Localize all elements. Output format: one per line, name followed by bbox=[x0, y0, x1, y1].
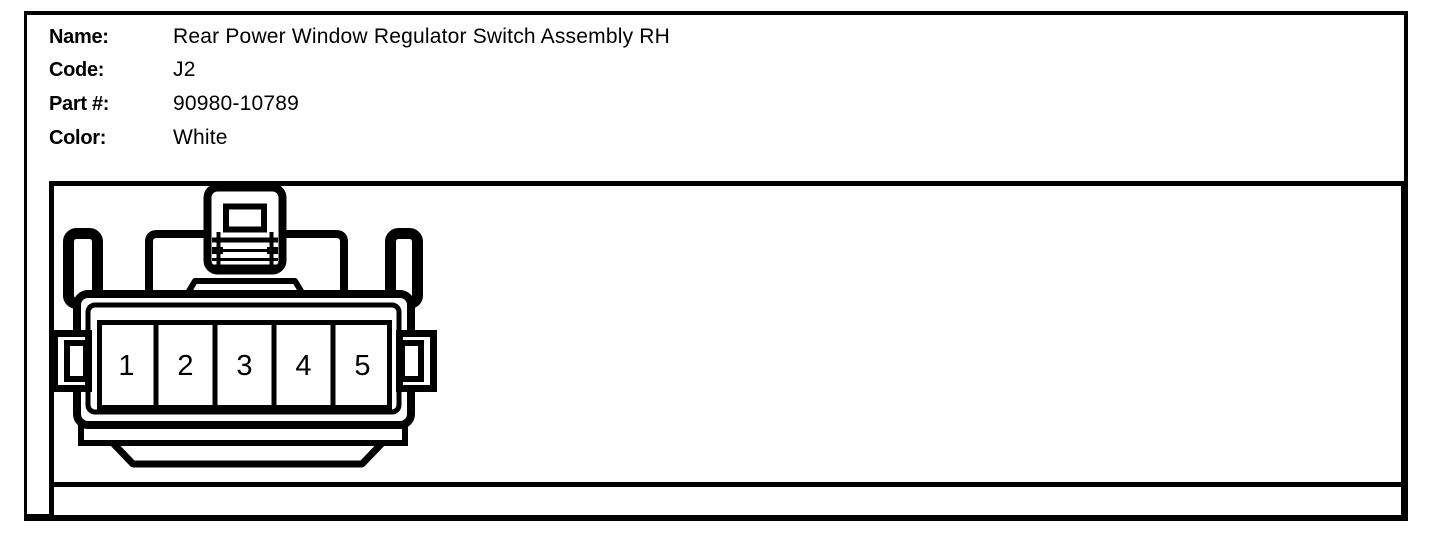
field-row-name: Name: Rear Power Window Regulator Switch … bbox=[49, 25, 670, 49]
pin-number-5: 5 bbox=[354, 350, 370, 382]
field-value-name: Rear Power Window Regulator Switch Assem… bbox=[173, 25, 671, 48]
field-row-code: Code: J2 bbox=[49, 58, 196, 82]
field-label-color: Color: bbox=[49, 127, 107, 149]
field-row-part-number: Part #: 90980-10789 bbox=[49, 92, 299, 116]
pin-dividers bbox=[153, 322, 336, 408]
empty-table-row bbox=[49, 482, 1406, 521]
pin-number-4: 4 bbox=[295, 350, 311, 382]
pin-number-3: 3 bbox=[236, 350, 252, 382]
connector-latch-slot bbox=[223, 203, 267, 233]
field-row-color: Color: White bbox=[49, 126, 228, 150]
field-label-code: Code: bbox=[49, 59, 105, 81]
field-value-code: J2 bbox=[173, 58, 196, 81]
pin-number-2: 2 bbox=[177, 350, 193, 382]
pin-row bbox=[97, 320, 392, 410]
field-label-name: Name: bbox=[49, 26, 109, 48]
field-value-part-number: 90980-10789 bbox=[173, 92, 299, 115]
field-value-color: White bbox=[173, 126, 228, 149]
field-label-part-number: Part #: bbox=[49, 93, 110, 115]
connector-left-tab-slot bbox=[64, 340, 89, 382]
connector-latch-hatch bbox=[212, 232, 278, 270]
pin-number-1: 1 bbox=[118, 350, 134, 382]
connector-diagram: 1 2 3 4 5 bbox=[51, 183, 437, 468]
connector-right-tab-slot bbox=[399, 340, 424, 382]
